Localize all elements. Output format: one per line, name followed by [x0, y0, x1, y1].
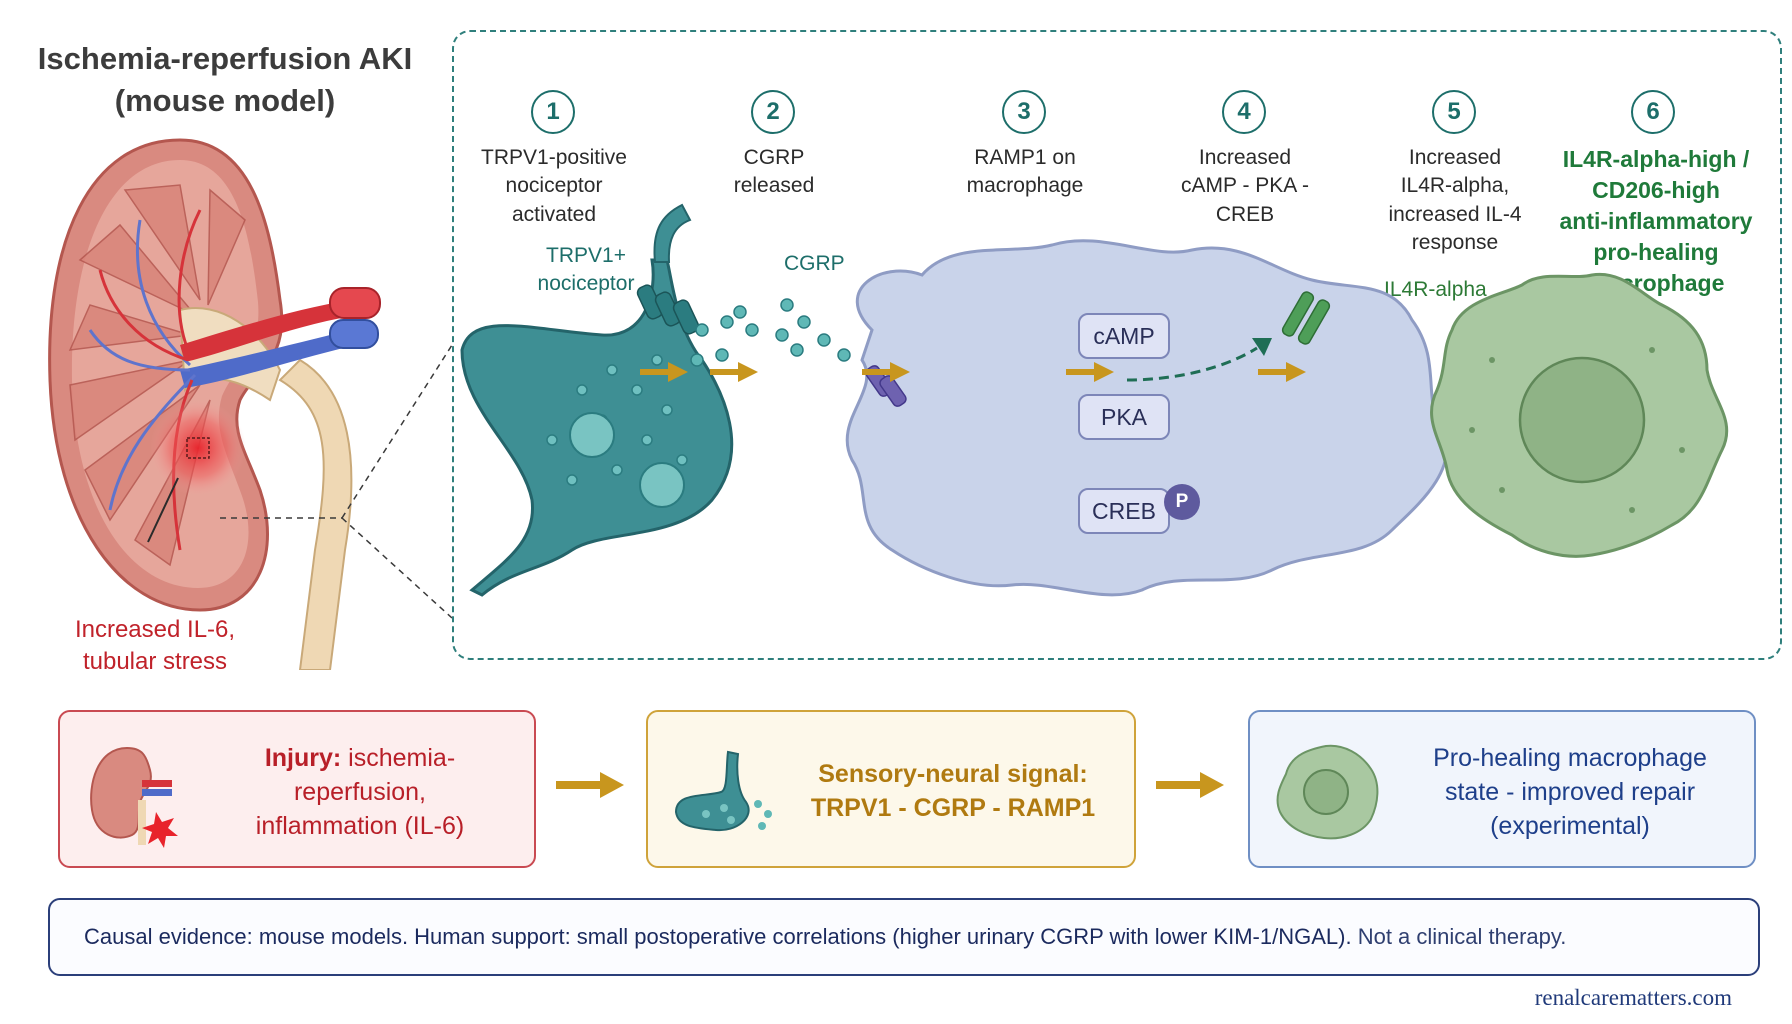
nociceptor-label: TRPV1+ nociceptor [537, 244, 635, 296]
pka-box: PKA [1078, 394, 1170, 440]
kidney-injury-label: Increased IL-6, tubular stress [74, 616, 236, 676]
step-1-text: TRPV1-positive nociceptor activated [481, 146, 627, 226]
injury-box: Injury: ischemia- reperfusion, inflammat… [58, 710, 536, 868]
injury-bold: Injury: [264, 744, 342, 772]
injury-rest: ischemia- reperfusion, inflammation (IL-… [255, 744, 465, 840]
evidence-tail: Not a clinical therapy. [1351, 924, 1567, 949]
step-1-number: 1 [531, 90, 575, 134]
neuron-icon [674, 750, 772, 832]
camp-box: cAMP [1078, 313, 1170, 359]
kidney-illustration [48, 138, 381, 670]
step-6-number: 6 [1631, 90, 1675, 134]
website-link[interactable]: renalcarematters.com [1534, 985, 1732, 1010]
creb-box: CREB [1078, 488, 1170, 534]
signal-box: Sensory-neural signal: TRPV1 - CGRP - RA… [646, 710, 1136, 868]
step-3-number: 3 [1002, 90, 1046, 134]
evidence-banner: Causal evidence: mouse models. Human sup… [48, 898, 1760, 976]
step-2-number: 2 [751, 90, 795, 134]
healing-text: Pro-healing macrophage state - improved … [1433, 744, 1707, 840]
step-5-text: Increased IL4R-alpha, increased IL-4 res… [1388, 146, 1522, 255]
macrophage-icon [1276, 744, 1379, 840]
evidence-text: Causal evidence: mouse models. Human sup… [84, 924, 1566, 950]
step-4-number: 4 [1222, 90, 1266, 134]
step-2-text: CGRP released [733, 146, 815, 198]
kidney-icon [90, 746, 178, 848]
page-title: Ischemia-reperfusion AKI (mouse model) [37, 41, 413, 118]
evidence-main: Causal evidence: mouse models. Human sup… [84, 924, 1352, 949]
summary-arrow-1 [556, 772, 624, 798]
mechanism-panel: 1 TRPV1-positive nociceptor activated 2 … [452, 30, 1782, 660]
step-6-text: IL4R-alpha-high / CD206-high anti-inflam… [1559, 146, 1753, 297]
signal-text: Sensory-neural signal: TRPV1 - CGRP - RA… [810, 760, 1096, 822]
summary-arrow-2 [1156, 772, 1224, 798]
step-3-text: RAMP1 on macrophage [966, 146, 1084, 198]
il4r-label: IL4R-alpha [1384, 278, 1487, 301]
phospho-badge: P [1164, 484, 1200, 520]
step-4-text: Increased cAMP - PKA - CREB [1181, 146, 1309, 226]
injury-text: Injury: ischemia- reperfusion, inflammat… [210, 742, 510, 843]
step-5-number: 5 [1432, 90, 1476, 134]
healing-box: Pro-healing macrophage state - improved … [1248, 710, 1756, 868]
cgrp-label: CGRP [784, 252, 845, 275]
